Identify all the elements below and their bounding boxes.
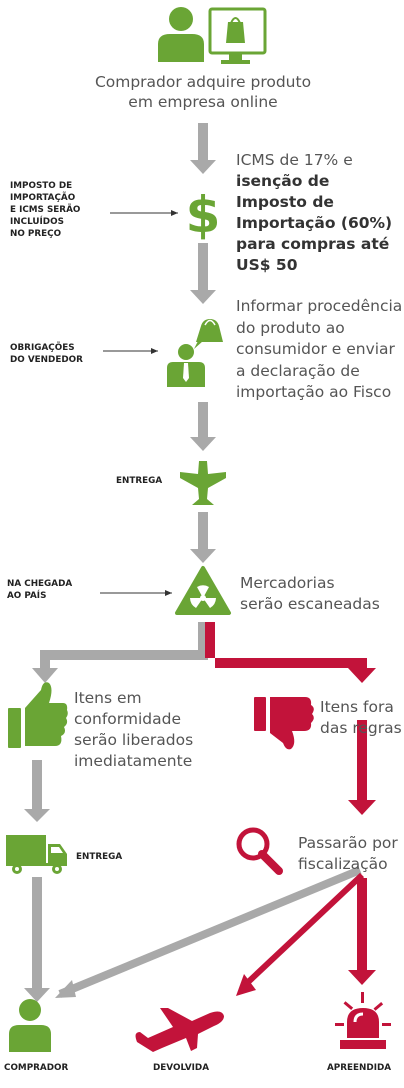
delivery-side-label: ENTREGA bbox=[116, 475, 162, 487]
arrow-thumbsup-to-truck bbox=[24, 760, 50, 822]
icms-line-1: ICMS de 17% e bbox=[236, 151, 353, 169]
outcome-buyer-label: COMPRADOR bbox=[4, 1063, 69, 1073]
plane-departing-icon bbox=[135, 1008, 224, 1052]
delivery-label-text: ENTREGA bbox=[116, 476, 163, 486]
arrival-line-2: serão escaneadas bbox=[240, 595, 380, 613]
ok-line-4: imediatamente bbox=[74, 752, 193, 770]
outcome-seized-label: APREENDIDA bbox=[327, 1063, 392, 1073]
icms-bold-1: isenção de bbox=[236, 172, 330, 190]
seller-line-2: do produto ao bbox=[236, 318, 345, 337]
inspection-text: Passarão por fiscalização bbox=[298, 833, 398, 875]
truck-delivery-label-text: ENTREGA bbox=[76, 852, 123, 862]
seller-line-1: Informar procedência bbox=[236, 297, 403, 315]
arrow-plane-to-scan bbox=[190, 512, 216, 563]
arrival-line-1: Mercadorias bbox=[240, 574, 335, 592]
seller-line-4: a declaração de bbox=[236, 361, 360, 380]
tax-label-line-1: IMPOSTO DE bbox=[10, 181, 73, 191]
thumbs-up-icon bbox=[8, 682, 68, 748]
bad-line-2: das regras bbox=[320, 719, 402, 737]
seller-side-label: OBRIGAÇÕES DO VENDEDOR bbox=[10, 342, 83, 366]
label-pointers bbox=[100, 210, 178, 596]
siren-icon bbox=[335, 992, 391, 1049]
buyer-person-icon bbox=[9, 999, 51, 1052]
icms-step-text: ICMS de 17% e isenção de Imposto de Impo… bbox=[236, 150, 392, 276]
seller-label-line-2: DO VENDEDOR bbox=[10, 355, 83, 365]
arrow-inspection-to-buyer bbox=[55, 866, 362, 998]
arrow-icms-to-seller bbox=[190, 243, 216, 304]
icms-bold-3: Importação (60%) bbox=[236, 214, 393, 232]
ok-line-2: conformidade bbox=[74, 710, 181, 728]
seller-icon bbox=[167, 319, 223, 387]
magnifier-icon bbox=[236, 827, 283, 875]
arrow-start-to-icms bbox=[190, 123, 216, 174]
seller-line-3: consumidor e enviar bbox=[236, 340, 395, 358]
start-line-2: em empresa online bbox=[128, 93, 278, 111]
inspection-line-1: Passarão por bbox=[298, 834, 398, 852]
arrival-side-label: NA CHEGADA AO PAÍS bbox=[7, 578, 72, 602]
person-icon bbox=[158, 7, 204, 62]
icms-bold-5: US$ 50 bbox=[236, 256, 298, 274]
svg-text:$: $ bbox=[186, 186, 221, 244]
arrow-seller-to-plane bbox=[190, 402, 216, 451]
radiation-icon bbox=[175, 566, 231, 615]
tax-label-line-2: IMPORTAÇÃO bbox=[10, 193, 76, 203]
arrival-label-line-2: AO PAÍS bbox=[7, 591, 47, 601]
start-line-1: Comprador adquire produto bbox=[94, 73, 312, 91]
truck-icon bbox=[6, 835, 67, 874]
thumbs-down-icon bbox=[254, 697, 314, 750]
outcome-returned-label: DEVOLVIDA bbox=[153, 1063, 210, 1073]
arrow-truck-to-buyer bbox=[24, 877, 50, 1002]
seller-label-line-1: OBRIGAÇÕES bbox=[10, 343, 75, 353]
arrow-ok-branch bbox=[32, 622, 208, 683]
inspection-line-2: fiscalização bbox=[298, 855, 388, 873]
dollar-icon: $ bbox=[186, 186, 221, 244]
bad-items-text: Itens fora das regras bbox=[320, 697, 402, 739]
truck-delivery-label: ENTREGA bbox=[76, 851, 122, 863]
ok-line-3: serão liberados bbox=[74, 731, 194, 749]
tax-label-line-4: INCLUÍDOS bbox=[10, 217, 64, 227]
monitor-shopping-icon bbox=[208, 7, 267, 64]
tax-side-label: IMPOSTO DE IMPORTAÇÃO E ICMS SERÃO INCLU… bbox=[10, 180, 80, 240]
arrival-step-text: Mercadorias serão escaneadas bbox=[240, 573, 380, 615]
seller-step-text: Informar procedência do produto ao consu… bbox=[236, 296, 402, 404]
main-flow-arrows bbox=[24, 123, 362, 1002]
start-step-text: Comprador adquire produto em empresa onl… bbox=[70, 72, 336, 112]
ok-line-1: Itens em bbox=[74, 689, 142, 707]
bad-line-1: Itens fora bbox=[320, 698, 394, 716]
icms-bold-4: para compras até bbox=[236, 235, 390, 253]
red-branch-arrows bbox=[205, 622, 376, 996]
plane-icon bbox=[180, 461, 226, 505]
icms-bold-2: Imposto de bbox=[236, 193, 334, 211]
tax-label-line-3: E ICMS SERÃO bbox=[10, 205, 81, 215]
arrival-label-line-1: NA CHEGADA bbox=[7, 579, 73, 589]
seller-line-5: importação ao Fisco bbox=[236, 383, 392, 401]
ok-items-text: Itens em conformidade serão liberados im… bbox=[74, 688, 193, 772]
tax-label-line-5: NO PREÇO bbox=[10, 229, 62, 239]
